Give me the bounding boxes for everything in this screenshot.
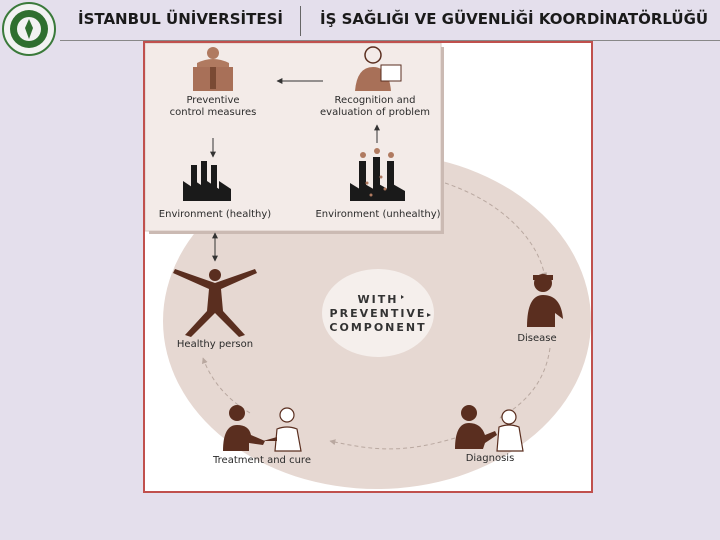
university-name: İSTANBUL ÜNİVERSİTESİ: [78, 10, 283, 28]
center-marker-right: [427, 313, 431, 317]
center-ellipse: [322, 269, 434, 357]
health-cycle-diagram: Preventive control measures Recognition …: [143, 41, 593, 493]
factory-healthy-icon: [183, 161, 231, 201]
treatment-handshake-icon: [223, 405, 302, 452]
label-disease: Disease: [517, 333, 557, 344]
header-underline: [60, 40, 720, 41]
cycle-arrow-disease: [444, 182, 548, 279]
label-treatment: Treatment and cure: [213, 455, 311, 466]
label-healthy-person: Healthy person: [176, 339, 254, 350]
header-bar: İSTANBUL ÜNİVERSİTESİ İŞ SAĞLIĞI VE GÜVE…: [0, 0, 720, 56]
label-diagnosis: Diagnosis: [465, 453, 515, 464]
speaker-podium-icon: [193, 47, 233, 91]
label-recognition-line1: Recognition and: [334, 95, 416, 106]
label-preventive-line2: control measures: [169, 107, 257, 118]
diagram-graphics: [145, 43, 591, 489]
diagnosis-doctor-icon: [455, 405, 524, 452]
disease-person-icon: [527, 274, 563, 327]
center-marker-left: [401, 295, 404, 299]
healthy-person-icon: [173, 269, 257, 337]
label-env-healthy: Environment (healthy): [158, 209, 272, 220]
center-label: WITH PREVENTIVE COMPONENT: [323, 293, 433, 335]
label-env-unhealthy: Environment (unhealthy): [315, 209, 441, 220]
center-line3: COMPONENT: [329, 321, 427, 334]
label-recognition: Recognition and evaluation of problem: [315, 95, 435, 119]
cycle-arrow-treatment: [329, 437, 456, 450]
header-divider: [300, 6, 301, 36]
center-line2: PREVENTIVE: [329, 307, 427, 320]
label-recognition-line2: evaluation of problem: [320, 107, 430, 118]
university-seal-icon: [2, 2, 56, 56]
label-preventive: Preventive control measures: [163, 95, 263, 119]
center-line1: WITH: [357, 293, 399, 306]
factory-unhealthy-icon: [350, 148, 405, 201]
evaluator-icon: [355, 46, 402, 91]
label-preventive-line1: Preventive: [186, 95, 240, 106]
department-name: İŞ SAĞLIĞI VE GÜVENLİĞİ KOORDİNATÖRLÜĞÜ: [320, 10, 709, 28]
